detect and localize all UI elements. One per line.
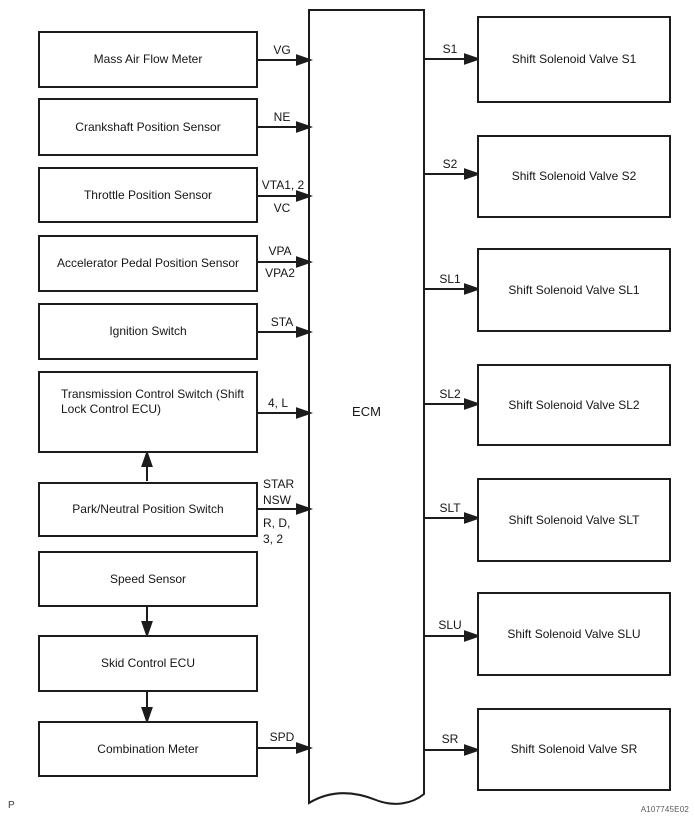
arrow-sta [257, 326, 314, 338]
input-box-combination-meter: Combination Meter [38, 721, 258, 777]
box-label: Shift Solenoid Valve SL1 [508, 282, 640, 297]
input-box-mass-air-flow-meter: Mass Air Flow Meter [38, 31, 258, 88]
signal-label-spd: SPD [269, 730, 295, 744]
signal-label-sta: STA [270, 315, 294, 329]
arrow-speed-to-skid [141, 606, 153, 639]
input-box-ignition-switch: Ignition Switch [38, 303, 258, 360]
input-box-crankshaft-position-sensor: Crankshaft Position Sensor [38, 98, 258, 156]
signal-label-slt: SLT [439, 501, 461, 515]
signal-label-vpa2: VPA2 [265, 266, 295, 280]
arrow-vta-vc [257, 190, 314, 202]
arrow-parkneutral-to-transmission [141, 449, 153, 481]
box-label: Shift Solenoid Valve S1 [511, 52, 637, 66]
input-box-skid-control-ecu: Skid Control ECU [38, 635, 258, 692]
box-label: Shift Solenoid Valve S2 [511, 169, 637, 183]
signal-label-slu: SLU [438, 618, 462, 632]
signal-label-s1: S1 [442, 42, 458, 56]
signal-label-rd32: R, D, 3, 2 [263, 516, 291, 546]
box-label: Park/Neutral Position Switch [72, 502, 224, 516]
arrow-ne [257, 121, 314, 133]
box-label: Shift Solenoid Valve SLU [507, 626, 641, 641]
box-label: Throttle Position Sensor [83, 187, 213, 202]
output-box-shift-solenoid-valve-s2: Shift Solenoid Valve S2 [477, 135, 671, 218]
ecm-box [308, 9, 425, 805]
signal-label-star-nsw: STAR NSW [263, 477, 295, 507]
figure-code: A107745E02 [640, 805, 689, 814]
arrow-s2 [424, 168, 482, 180]
signal-label-sr: SR [441, 732, 459, 746]
signal-label-vta: VTA1, 2 [261, 178, 305, 192]
box-label: Combination Meter [97, 741, 199, 756]
box-label: Mass Air Flow Meter [93, 52, 203, 66]
arrow-vpa [257, 256, 314, 268]
box-label: Crankshaft Position Sensor [75, 119, 221, 134]
ecm-label: ECM [352, 404, 381, 419]
signal-label-4l: 4, L [267, 396, 288, 410]
page-footer-letter: P [8, 800, 15, 811]
box-label: Shift Solenoid Valve SLT [508, 512, 640, 527]
signal-label-s2: S2 [442, 157, 458, 171]
input-box-speed-sensor: Speed Sensor [38, 551, 258, 607]
signal-label-vg: VG [273, 43, 291, 57]
arrow-sl1 [424, 283, 482, 295]
signal-label-vc: VC [273, 201, 291, 215]
signal-label-vpa: VPA [268, 244, 292, 258]
output-box-shift-solenoid-valve-slt: Shift Solenoid Valve SLT [477, 478, 671, 562]
box-label: Shift Solenoid Valve SL2 [508, 397, 640, 412]
signal-label-sl2: SL2 [439, 387, 461, 401]
arrow-4l [257, 407, 314, 419]
output-box-shift-solenoid-valve-sl1: Shift Solenoid Valve SL1 [477, 248, 671, 332]
output-box-shift-solenoid-valve-slu: Shift Solenoid Valve SLU [477, 592, 671, 676]
box-label: Transmission Control Switch (Shift Lock … [61, 387, 244, 416]
output-box-shift-solenoid-valve-sr: Shift Solenoid Valve SR [477, 708, 671, 791]
arrow-nsw [257, 503, 314, 515]
arrow-s1 [424, 53, 482, 65]
signal-label-sl1: SL1 [439, 272, 461, 286]
arrow-skid-to-combination [141, 691, 153, 725]
box-label: Accelerator Pedal Position Sensor [56, 256, 240, 270]
box-label: Speed Sensor [109, 571, 187, 586]
signal-label-ne: NE [273, 110, 291, 124]
arrow-slu [424, 630, 482, 642]
output-box-shift-solenoid-valve-s1: Shift Solenoid Valve S1 [477, 16, 671, 103]
box-label: Skid Control ECU [100, 656, 196, 670]
output-box-shift-solenoid-valve-sl2: Shift Solenoid Valve SL2 [477, 364, 671, 446]
arrow-sl2 [424, 398, 482, 410]
box-label: Shift Solenoid Valve SR [510, 742, 638, 756]
arrow-slt [424, 512, 482, 524]
input-box-park-neutral-position-switch: Park/Neutral Position Switch [38, 482, 258, 537]
arrow-vg [257, 54, 314, 66]
input-box-transmission-control-switch: Transmission Control Switch (Shift Lock … [38, 371, 258, 453]
input-box-accelerator-pedal-position-sensor: Accelerator Pedal Position Sensor [38, 235, 258, 292]
box-label: Ignition Switch [109, 324, 187, 338]
arrow-sr [424, 744, 482, 756]
arrow-spd [257, 742, 314, 754]
input-box-throttle-position-sensor: Throttle Position Sensor [38, 167, 258, 223]
